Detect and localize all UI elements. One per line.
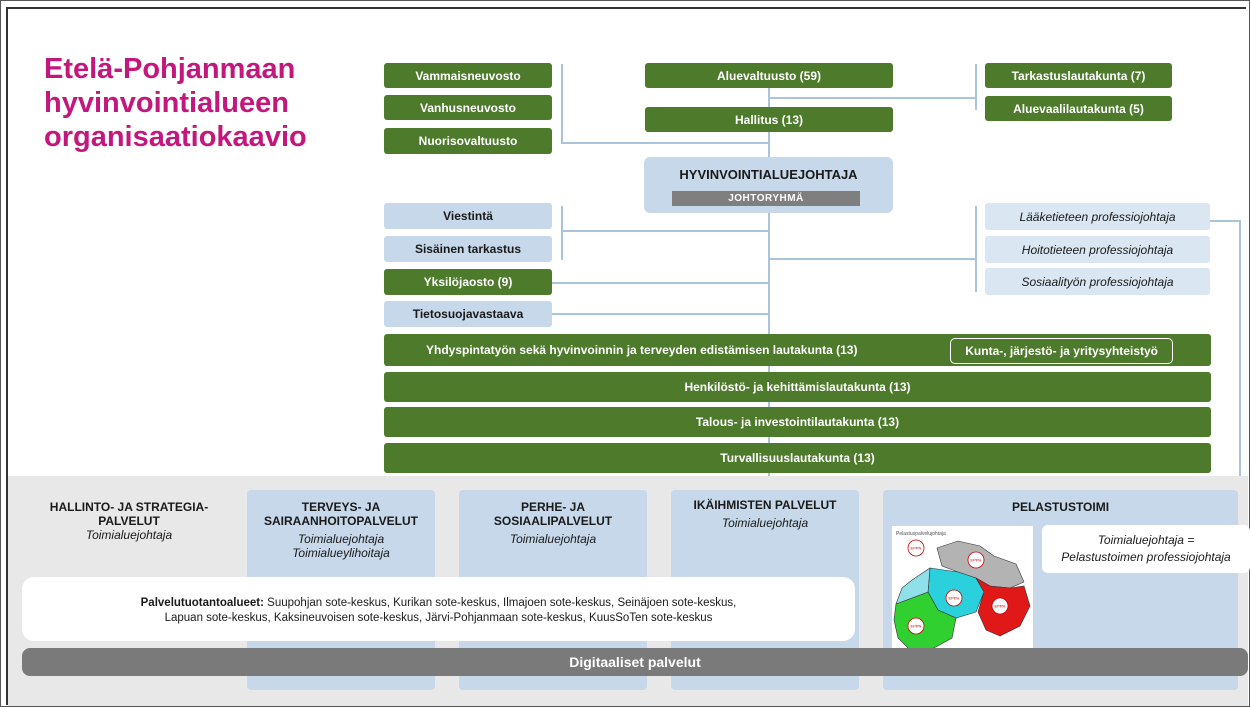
digitaaliset-palvelut-bar: Digitaaliset palvelut <box>22 648 1248 676</box>
right-edge-hline <box>1210 220 1240 222</box>
chief-title: HYVINVOINTIALUEJOHTAJA <box>679 167 858 182</box>
yksilojaosto-box: Yksilöjaosto (9) <box>384 269 552 295</box>
terveys-title-2: SAIRAANHOITOPALVELUT <box>263 514 418 528</box>
professors-vline <box>975 206 977 292</box>
tietosuoja-hline <box>552 313 769 315</box>
perhe-sub-1: Toimialuejohtaja <box>509 532 597 546</box>
palvelutuotantoalueet-box: Palvelutuotantoalueet: Suupohjan sote-ke… <box>22 577 855 641</box>
yhdyspintatyon-label: Yhdyspintatyön sekä hyvinvoinnin ja terv… <box>426 343 858 357</box>
map-label-5: EPPH <box>995 604 1006 609</box>
inner-frame <box>6 7 1246 705</box>
map-label-3: EPPH <box>949 596 960 601</box>
hallitus-box: Hallitus (13) <box>645 107 893 132</box>
viestinta-box: Viestintä <box>384 203 552 229</box>
map-marker-1 <box>907 539 925 557</box>
turvallisuuslautakunta-box: Turvallisuuslautakunta (13) <box>384 443 1211 473</box>
kunta-jarjesto-yritysyhteistyo-box: Kunta-, järjestö- ja yritysyhteistyö <box>950 338 1173 364</box>
map-heading: Pelastuspalvelujohtaja <box>896 531 946 537</box>
sisainen-tarkastus-box: Sisäinen tarkastus <box>384 236 552 262</box>
terveys-sub-2: Toimialueylihoitaja <box>292 546 390 560</box>
main-trunk-line <box>768 88 770 476</box>
page-title: Etelä-Pohjanmaan hyvinvointialueen organ… <box>44 52 344 154</box>
palvelutuotanto-text-2: Lapuan sote-keskus, Kaksineuvoisen sote-… <box>164 612 713 624</box>
right-edge-line <box>1239 220 1241 550</box>
map-marker-3 <box>945 589 963 607</box>
title-line-2: hyvinvointialueen <box>44 87 289 119</box>
hallinto-title-2: PALVELUT <box>98 514 160 528</box>
pelastus-box-line-1: Toimialuejohtaja = <box>1097 533 1195 547</box>
professors-hline <box>769 258 976 260</box>
perhe-title-2: SOSIAALIPALVELUT <box>493 514 613 528</box>
sosiaalityon-professiojohtaja-box: Sosiaalityön professiojohtaja <box>985 268 1210 295</box>
palvelutuotanto-line-1: Palvelutuotantoalueet: Suupohjan sote-ke… <box>22 596 855 611</box>
map-marker-5 <box>991 597 1009 615</box>
map-marker-2 <box>967 551 985 569</box>
tarkastuslautakunta-box: Tarkastuslautakunta (7) <box>985 63 1172 88</box>
terveys-sub-1: Toimialuejohtaja <box>297 532 385 546</box>
tietosuojavastaava-box: Tietosuojavastaava <box>384 301 552 327</box>
council-vanhusneuvosto: Vanhusneuvosto <box>384 95 552 120</box>
pelastus-box-line-2: Pelastustoimen professiojohtaja <box>1061 550 1231 564</box>
talous-lautakunta-box: Talous- ja investointilautakunta (13) <box>384 407 1211 437</box>
ikaihmiset-title-1: IKÄIHMISTEN PALVELUT <box>693 498 837 512</box>
hyvinvointialuejohtaja-box: HYVINVOINTIALUEJOHTAJA JOHTORYHMÄ <box>644 157 893 213</box>
hallinto-title-1: HALLINTO- JA STRATEGIA- <box>49 500 209 514</box>
palvelutuotanto-text-1: Suupohjan sote-keskus, Kurikan sote-kesk… <box>263 597 737 609</box>
yhdyspintatyon-lautakunta-box: Yhdyspintatyön sekä hyvinvoinnin ja terv… <box>384 334 1211 366</box>
yksilojaosto-hline <box>551 282 769 284</box>
aluevaalilautakunta-box: Aluevaalilautakunta (5) <box>985 96 1172 121</box>
map-marker-4 <box>907 617 925 635</box>
staff-hline <box>561 230 769 232</box>
perhe-title-1: PERHE- JA <box>520 500 585 514</box>
hallinto-column: HALLINTO- JA STRATEGIA- PALVELUT Toimial… <box>14 500 244 560</box>
title-line-1: Etelä-Pohjanmaan <box>44 53 296 85</box>
map-label-4: EPPN <box>911 624 922 629</box>
pelastustoimi-title: PELASTUSTOIMI <box>1011 500 1110 514</box>
johtoryhma-label: JOHTORYHMÄ <box>672 191 860 206</box>
map-region-green <box>893 591 957 650</box>
title-line-3: organisaatiokaavio <box>44 121 307 153</box>
map-label-2: EPPH <box>971 558 982 563</box>
laaketieteen-professiojohtaja-box: Lääketieteen professiojohtaja <box>985 203 1210 230</box>
pelastus-region-map: Pelastuspalvelujohtaja EPPN EPPH EPPH EP… <box>892 526 1033 650</box>
hoitotieteen-professiojohtaja-box: Hoitotieteen professiojohtaja <box>985 236 1210 263</box>
staff-vline <box>561 206 563 260</box>
left-councils-vline <box>561 64 563 144</box>
map-label-1: EPPN <box>911 546 922 551</box>
hallinto-sub-1: Toimialuejohtaja <box>85 528 173 542</box>
terveys-title-1: TERVEYS- JA <box>301 500 381 514</box>
palvelutuotanto-label: Palvelutuotantoalueet: <box>140 597 264 609</box>
council-nuorisovaltuusto: Nuorisovaltuusto <box>384 128 552 154</box>
pelastus-toimialuejohtaja-box: Toimialuejohtaja = Pelastustoimen profes… <box>1042 525 1250 573</box>
left-councils-hline <box>561 142 769 144</box>
right-committees-vline <box>975 64 977 110</box>
aluevaltuusto-box: Aluevaltuusto (59) <box>645 63 893 88</box>
henkilosto-lautakunta-box: Henkilöstö- ja kehittämislautakunta (13) <box>384 372 1211 402</box>
right-committees-hline <box>769 97 976 99</box>
council-vammaisneuvosto: Vammaisneuvosto <box>384 63 552 88</box>
map-region-lightcyan <box>895 567 931 605</box>
ikaihmiset-sub-1: Toimialuejohtaja <box>721 516 809 530</box>
